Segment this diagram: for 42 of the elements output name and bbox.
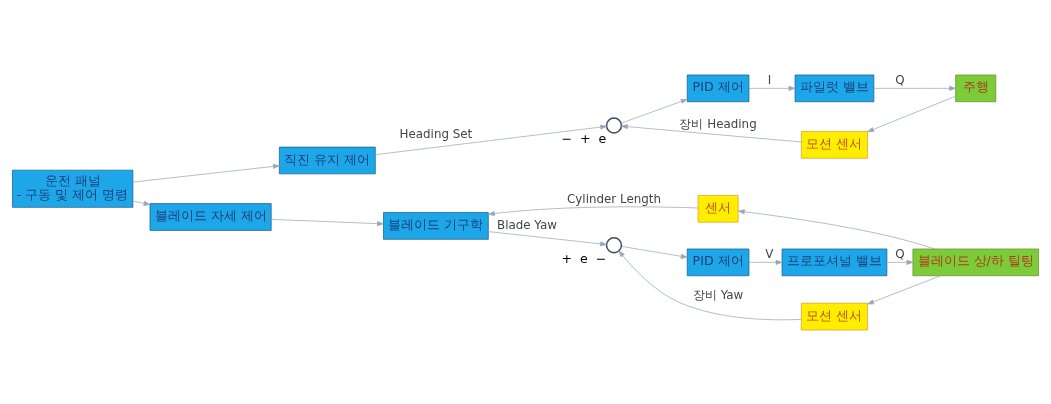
arrow	[867, 274, 941, 304]
node-circle	[605, 236, 623, 253]
edge-label: Q	[895, 246, 905, 261]
arrow	[873, 85, 956, 91]
node-box: 모션 센서	[801, 302, 868, 330]
node-label: + e −	[561, 250, 607, 266]
edge-label: I	[767, 72, 772, 87]
node-box: 운전 패널 - 구동 및 제어 명령	[12, 169, 134, 208]
arrow	[886, 259, 914, 265]
arrow	[621, 245, 688, 259]
arrow	[132, 200, 151, 206]
node-box: PID 제어	[686, 248, 750, 276]
node-box: 블레이드 자세 제어	[149, 202, 272, 231]
arrow	[488, 205, 699, 216]
node-box: 센서	[697, 194, 739, 223]
edge-label: Heading Set	[399, 126, 473, 141]
node-box: PID 제어	[686, 74, 750, 102]
edge-label: Cylinder Length	[567, 191, 661, 206]
node-label: − + e	[561, 130, 607, 146]
edge-label: Blade Yaw	[497, 217, 557, 232]
node-box: 모션 센서	[801, 130, 868, 159]
arrow	[132, 163, 280, 182]
node-box: 주행	[955, 74, 997, 102]
node-box: 파일럿 밸브	[794, 74, 875, 102]
arrow	[488, 230, 607, 246]
arrow	[748, 85, 796, 91]
arrow	[620, 98, 688, 124]
edge-label: Q	[895, 72, 905, 87]
arrow	[270, 218, 384, 226]
edge-label: 장비 Yaw	[692, 287, 744, 302]
edge-label: 장비 Heading	[679, 116, 757, 131]
arrow	[375, 124, 607, 155]
edge-label: V	[765, 246, 774, 261]
node-circle	[605, 116, 623, 134]
arrow	[867, 95, 956, 132]
arrow	[748, 259, 783, 265]
node-box: 프로포셔널 밸브	[781, 248, 888, 276]
arrow	[738, 208, 936, 249]
node-box: 직진 유지 제어	[279, 146, 376, 174]
node-box: 블레이드 기구학	[383, 211, 489, 240]
node-box: 블레이드 상/하 틸팅	[912, 248, 1039, 276]
arrow	[621, 123, 802, 142]
